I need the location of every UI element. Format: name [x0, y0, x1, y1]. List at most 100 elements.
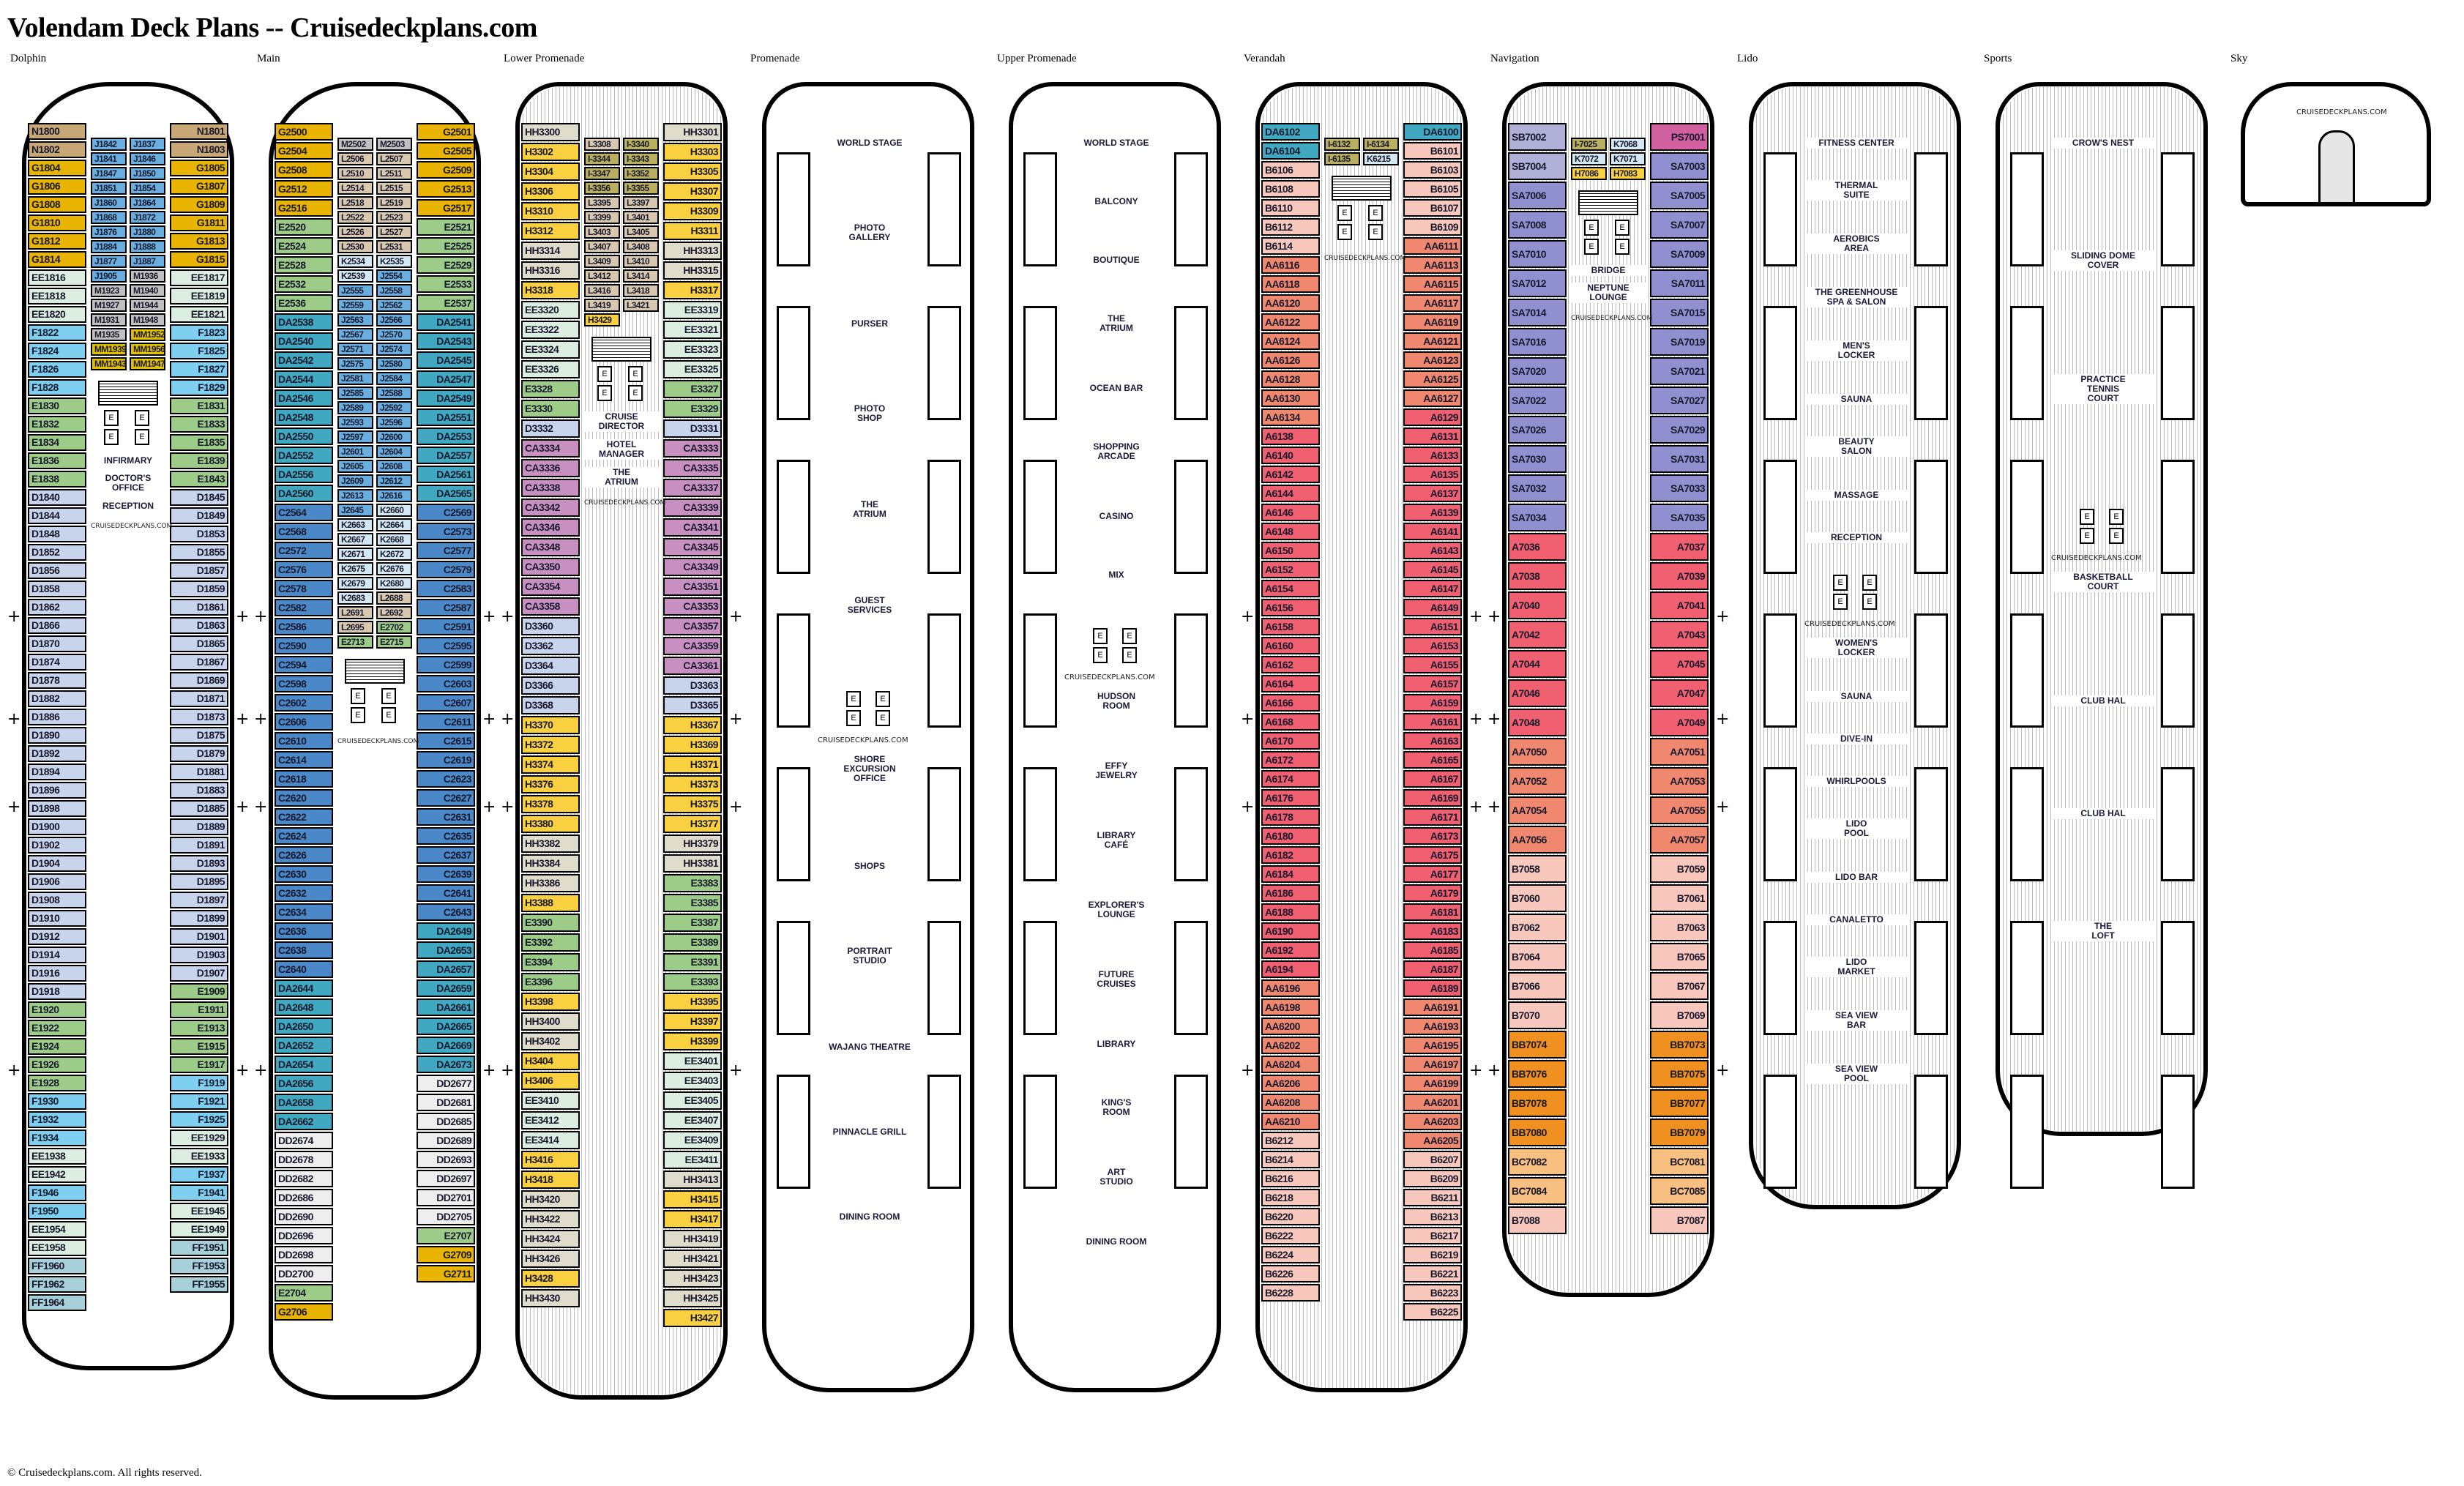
cabin-L3410[interactable]: L3410: [623, 255, 659, 268]
cabin-D1897[interactable]: D1897: [170, 892, 228, 908]
cabin-E2520[interactable]: E2520: [275, 218, 333, 236]
cabin-E1928[interactable]: E1928: [28, 1075, 86, 1091]
cabin-DA2553[interactable]: DA2553: [417, 427, 475, 445]
cabin-A6175[interactable]: A6175: [1403, 846, 1462, 864]
cabin-EE3326[interactable]: EE3326: [521, 360, 580, 378]
cabin-E3390[interactable]: E3390: [521, 914, 580, 932]
cabin-A6180[interactable]: A6180: [1261, 827, 1320, 845]
cabin-D1914[interactable]: D1914: [28, 947, 86, 963]
cabin-EE1818[interactable]: EE1818: [28, 288, 86, 305]
cabin-CA3354[interactable]: CA3354: [521, 578, 580, 596]
cabin-D1898[interactable]: D1898: [28, 800, 86, 817]
cabin-K7072[interactable]: K7072: [1571, 152, 1607, 165]
cabin-EE3320[interactable]: EE3320: [521, 301, 580, 319]
cabin-D1840[interactable]: D1840: [28, 489, 86, 506]
cabin-D1891[interactable]: D1891: [170, 837, 228, 854]
cabin-C2631[interactable]: C2631: [417, 808, 475, 826]
cabin-CA3338[interactable]: CA3338: [521, 479, 580, 497]
cabin-M2502[interactable]: M2502: [337, 138, 373, 151]
cabin-A6164[interactable]: A6164: [1261, 675, 1320, 692]
cabin-J2585[interactable]: J2585: [337, 387, 373, 400]
cabin-AA6116[interactable]: AA6116: [1261, 256, 1320, 274]
cabin-K2680[interactable]: K2680: [376, 577, 412, 590]
cabin-M1944[interactable]: M1944: [130, 299, 165, 312]
cabin-K6215[interactable]: K6215: [1363, 152, 1399, 165]
cabin-SA7005[interactable]: SA7005: [1650, 182, 1709, 209]
cabin-I-6134[interactable]: I-6134: [1363, 138, 1399, 151]
cabin-F1930[interactable]: F1930: [28, 1093, 86, 1110]
cabin-EE1942[interactable]: EE1942: [28, 1166, 86, 1183]
cabin-SA7027[interactable]: SA7027: [1650, 387, 1709, 414]
cabin-DA2541[interactable]: DA2541: [417, 313, 475, 331]
cabin-K7068[interactable]: K7068: [1610, 138, 1646, 151]
cabin-DA2665[interactable]: DA2665: [417, 1018, 475, 1035]
cabin-AA7057[interactable]: AA7057: [1650, 826, 1709, 854]
cabin-J2600[interactable]: J2600: [376, 430, 412, 444]
cabin-D1874[interactable]: D1874: [28, 654, 86, 671]
cabin-G2501[interactable]: G2501: [417, 123, 475, 141]
cabin-H3304[interactable]: H3304: [521, 163, 580, 181]
cabin-K2664[interactable]: K2664: [376, 518, 412, 531]
cabin-DA2561[interactable]: DA2561: [417, 466, 475, 483]
cabin-SA7003[interactable]: SA7003: [1650, 152, 1709, 180]
cabin-B6223[interactable]: B6223: [1403, 1284, 1462, 1302]
cabin-AA6202[interactable]: AA6202: [1261, 1037, 1320, 1054]
cabin-FF1951[interactable]: FF1951: [170, 1239, 228, 1256]
cabin-C2643[interactable]: C2643: [417, 903, 475, 921]
cabin-DA2654[interactable]: DA2654: [275, 1056, 333, 1073]
cabin-AA6113[interactable]: AA6113: [1403, 256, 1462, 274]
cabin-I-3347[interactable]: I-3347: [584, 167, 620, 180]
cabin-J2612[interactable]: J2612: [376, 474, 412, 488]
cabin-AA7054[interactable]: AA7054: [1508, 796, 1567, 824]
cabin-L2522[interactable]: L2522: [337, 211, 373, 224]
cabin-A6138[interactable]: A6138: [1261, 427, 1320, 445]
cabin-J1888[interactable]: J1888: [130, 240, 165, 253]
cabin-DA6102[interactable]: DA6102: [1261, 123, 1320, 141]
cabin-A6186[interactable]: A6186: [1261, 884, 1320, 902]
cabin-D1845[interactable]: D1845: [170, 489, 228, 506]
cabin-SA7016[interactable]: SA7016: [1508, 328, 1567, 356]
cabin-B7062[interactable]: B7062: [1508, 914, 1567, 941]
cabin-J1887[interactable]: J1887: [130, 255, 165, 268]
cabin-C2640[interactable]: C2640: [275, 960, 333, 978]
cabin-HH3379[interactable]: HH3379: [663, 835, 722, 853]
cabin-E2715[interactable]: E2715: [376, 635, 412, 649]
cabin-CA3357[interactable]: CA3357: [663, 617, 722, 635]
cabin-D1875[interactable]: D1875: [170, 727, 228, 744]
cabin-AA6126[interactable]: AA6126: [1261, 351, 1320, 369]
cabin-F1828[interactable]: F1828: [28, 379, 86, 396]
cabin-AA6204[interactable]: AA6204: [1261, 1056, 1320, 1073]
cabin-A6144[interactable]: A6144: [1261, 485, 1320, 502]
cabin-E2707[interactable]: E2707: [417, 1227, 475, 1244]
cabin-H3312[interactable]: H3312: [521, 222, 580, 240]
cabin-L3418[interactable]: L3418: [623, 284, 659, 297]
cabin-J2645[interactable]: J2645: [337, 504, 373, 517]
cabin-SA7020[interactable]: SA7020: [1508, 357, 1567, 385]
cabin-CA3335[interactable]: CA3335: [663, 459, 722, 477]
cabin-D1858[interactable]: D1858: [28, 580, 86, 597]
cabin-J2601[interactable]: J2601: [337, 445, 373, 458]
cabin-D3332[interactable]: D3332: [521, 419, 580, 438]
cabin-D1865[interactable]: D1865: [170, 635, 228, 652]
cabin-B7063[interactable]: B7063: [1650, 914, 1709, 941]
cabin-DA2650[interactable]: DA2650: [275, 1018, 333, 1035]
cabin-FF1964[interactable]: FF1964: [28, 1294, 86, 1311]
cabin-B6207[interactable]: B6207: [1403, 1151, 1462, 1168]
cabin-C2576[interactable]: C2576: [275, 561, 333, 578]
cabin-A6167[interactable]: A6167: [1403, 770, 1462, 788]
cabin-A6147[interactable]: A6147: [1403, 580, 1462, 597]
cabin-SA7031[interactable]: SA7031: [1650, 445, 1709, 473]
cabin-E1913[interactable]: E1913: [170, 1020, 228, 1037]
cabin-DD2705[interactable]: DD2705: [417, 1208, 475, 1225]
cabin-J2609[interactable]: J2609: [337, 474, 373, 488]
cabin-H3376[interactable]: H3376: [521, 775, 580, 794]
cabin-C2630[interactable]: C2630: [275, 865, 333, 883]
cabin-AA7055[interactable]: AA7055: [1650, 796, 1709, 824]
cabin-H3309[interactable]: H3309: [663, 202, 722, 220]
cabin-E1831[interactable]: E1831: [170, 397, 228, 414]
cabin-G1810[interactable]: G1810: [28, 214, 86, 231]
cabin-EE3405[interactable]: EE3405: [663, 1091, 722, 1110]
cabin-H3417[interactable]: H3417: [663, 1210, 722, 1228]
cabin-L3405[interactable]: L3405: [623, 225, 659, 239]
cabin-SA7015[interactable]: SA7015: [1650, 299, 1709, 326]
